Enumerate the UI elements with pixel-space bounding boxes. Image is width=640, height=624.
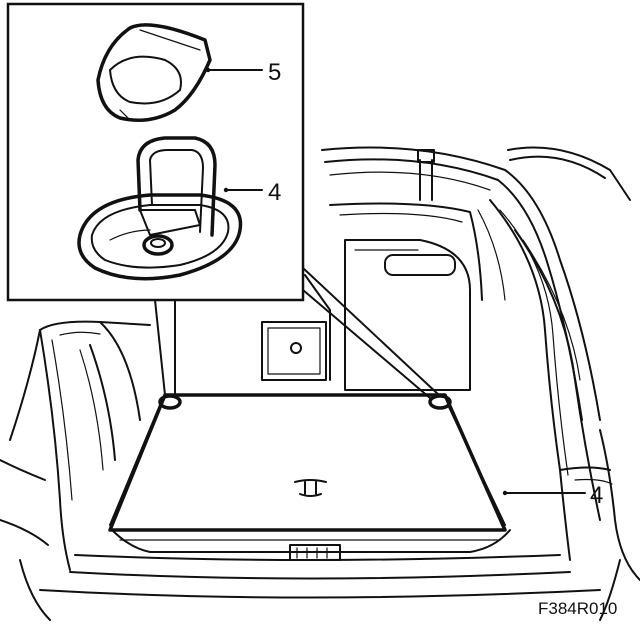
- cover-cap: [96, 23, 212, 122]
- callout-5-label: 5: [268, 59, 281, 86]
- detail-inset: 5 4: [6, 2, 305, 302]
- callout-4-detail-label: 4: [268, 179, 281, 206]
- figure-code: F384R010: [538, 599, 617, 618]
- lashing-eye: [77, 136, 243, 281]
- callout-4-vehicle-label: 4: [590, 482, 603, 509]
- projection-lines: [154, 267, 441, 399]
- vehicle-rear-drawing: [0, 146, 640, 621]
